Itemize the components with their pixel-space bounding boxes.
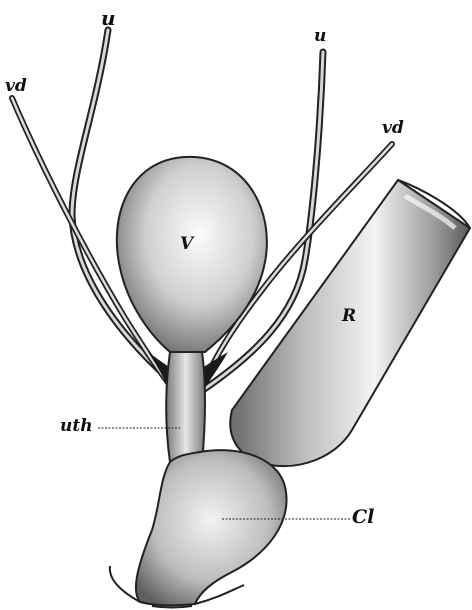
label-vas-deferens-left: vd: [5, 78, 27, 95]
urethra: [166, 352, 205, 462]
label-ureter-left: u: [101, 8, 116, 28]
cloaca: [136, 450, 287, 605]
label-cloaca: Cl: [352, 508, 374, 527]
label-ureter-right: u: [314, 28, 326, 45]
label-vas-deferens-right: vd: [382, 120, 404, 137]
label-urethra: uth: [60, 418, 93, 435]
label-rectum: R: [342, 308, 356, 325]
label-bladder: V: [180, 236, 193, 253]
bladder: [117, 157, 267, 352]
